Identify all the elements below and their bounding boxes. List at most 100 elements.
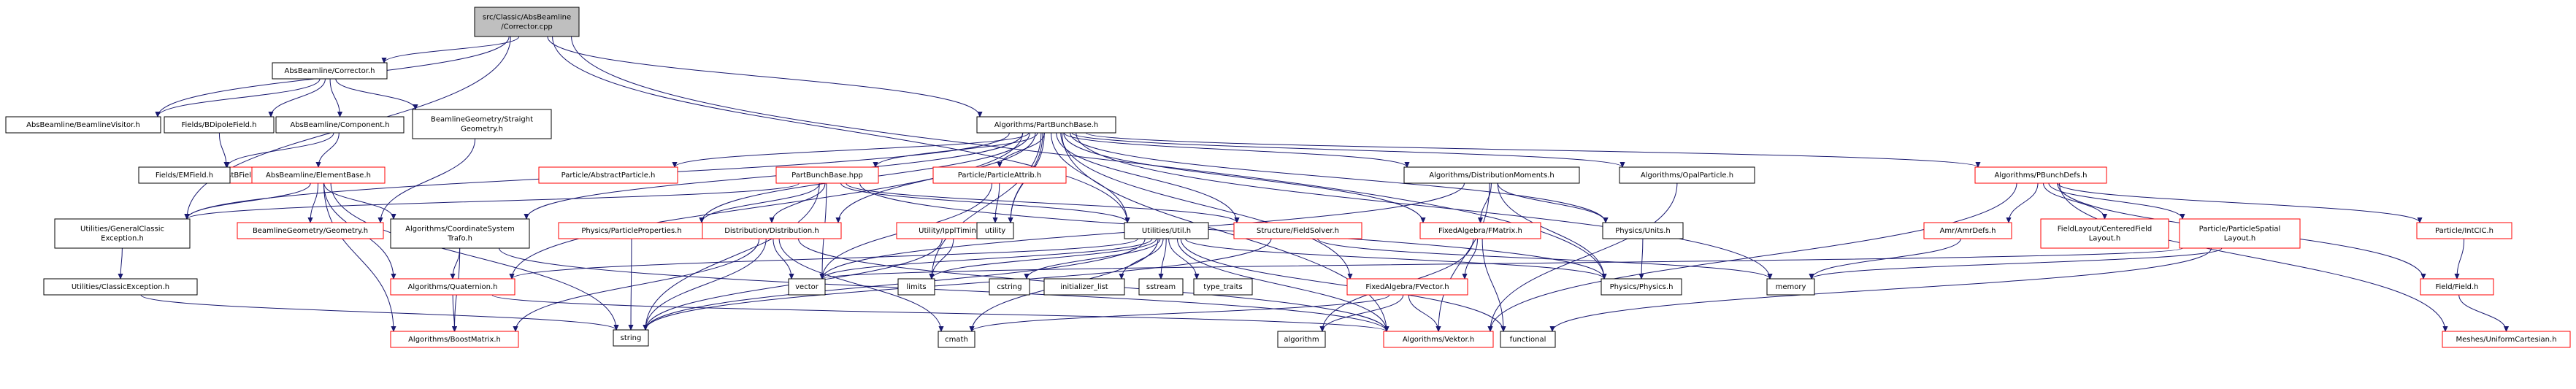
edge-corrector-to-component xyxy=(329,78,340,117)
node-utilutil[interactable]: Utilities/Util.h xyxy=(1124,222,1209,239)
node-bgeometry[interactable]: BeamlineGeometry/Geometry.h xyxy=(237,222,384,239)
node-distmoments[interactable]: Algorithms/DistributionMoments.h xyxy=(1403,166,1580,184)
node-box xyxy=(43,278,198,296)
node-bdipolefield[interactable]: Fields/BDipoleField.h xyxy=(164,116,275,134)
node-component[interactable]: AbsBeamline/Component.h xyxy=(275,116,405,134)
node-box xyxy=(251,166,386,184)
node-pbunchdefs[interactable]: Algorithms/PBunchDefs.h xyxy=(1974,166,2107,184)
edge-intcic-to-fieldfield xyxy=(2457,238,2465,279)
node-label: Particle/IntCIC.h xyxy=(2435,227,2493,235)
node-vektor[interactable]: Algorithms/Vektor.h xyxy=(1383,331,1494,348)
node-cstring[interactable]: cstring xyxy=(989,278,1030,296)
edge-elementbase-to-coordsys xyxy=(323,182,394,219)
node-fmatrix[interactable]: FixedAlgebra/FMatrix.h xyxy=(1419,222,1541,239)
node-box xyxy=(2040,218,2169,249)
node-label: Algorithms/Vektor.h xyxy=(1403,336,1474,344)
node-fieldfield[interactable]: Field/Field.h xyxy=(2420,278,2494,296)
node-uniformcart[interactable]: Meshes/UniformCartesian.h xyxy=(2442,331,2571,348)
edge-partbunchhpp-to-physparticleprops xyxy=(702,182,820,223)
node-vector[interactable]: vector xyxy=(788,278,826,296)
edge-partbunchbase-to-quaternion xyxy=(512,132,1023,279)
node-label: Particle/ParticleSpatial xyxy=(2199,226,2281,234)
node-amrdefs[interactable]: Amr/AmrDefs.h xyxy=(1923,222,2012,239)
edge-partbunchhpp-to-physphysics xyxy=(859,182,1604,279)
edge-utilutil-to-string xyxy=(645,238,1146,330)
edge-gce-to-classicexc xyxy=(120,247,122,279)
node-fvector[interactable]: FixedAlgebra/FVector.h xyxy=(1346,278,1468,296)
node-partbunchbase[interactable]: Algorithms/PartBunchBase.h xyxy=(976,116,1116,134)
node-physphysics[interactable]: Physics/Physics.h xyxy=(1601,278,1682,296)
node-limits[interactable]: limits xyxy=(897,278,935,296)
node-root[interactable]: src/Classic/AbsBeamline/Corrector.cpp xyxy=(474,7,580,37)
node-box xyxy=(1233,222,1362,239)
node-classicexc[interactable]: Utilities/ClassicException.h xyxy=(43,278,198,296)
edge-utilutil-to-functional xyxy=(1180,238,1503,331)
node-box xyxy=(702,222,842,239)
node-sstream[interactable]: sstream xyxy=(1138,278,1184,296)
edge-elementbase-to-bgeometry xyxy=(310,182,319,223)
node-box xyxy=(1602,222,1684,239)
node-box xyxy=(976,116,1116,134)
node-memory[interactable]: memory xyxy=(1766,278,1815,296)
node-fieldsolver[interactable]: Structure/FieldSolver.h xyxy=(1233,222,1362,239)
node-partbunchhpp[interactable]: PartBunchBase.hpp xyxy=(775,166,879,184)
node-corrector[interactable]: AbsBeamline/Corrector.h xyxy=(272,62,388,80)
edge-partbunchhpp-to-fieldsolver xyxy=(846,182,1237,223)
edge-classicexc-to-string xyxy=(140,294,616,330)
node-quaternion[interactable]: Algorithms/Quaternion.h xyxy=(390,278,515,296)
node-label: vector xyxy=(795,283,819,291)
node-cmath[interactable]: cmath xyxy=(938,331,975,348)
node-beamlinevisitor[interactable]: AbsBeamline/BeamlineVisitor.h xyxy=(5,116,161,134)
node-label: Amr/AmrDefs.h xyxy=(1940,227,1996,235)
node-emfield[interactable]: Fields/EMField.h xyxy=(138,166,231,184)
node-label: Geometry.h xyxy=(461,126,503,134)
node-initlist[interactable]: initializer_list xyxy=(1043,278,1125,296)
edge-distribution-to-boostmatrix xyxy=(515,238,760,331)
edge-particleattrib-to-utility xyxy=(995,182,1000,223)
edge-root-to-corrector xyxy=(384,36,520,63)
node-abstractparticle[interactable]: Particle/AbstractParticle.h xyxy=(538,166,678,184)
node-box xyxy=(390,218,530,249)
edge-utilutil-to-initlist xyxy=(1122,238,1164,279)
edge-ippltimings-to-limits xyxy=(932,238,954,279)
node-box xyxy=(1124,222,1209,239)
edge-partbunchbase-to-coordsys xyxy=(526,132,1024,219)
node-box xyxy=(932,166,1067,184)
edge-partbunchbase-to-abstractparticle xyxy=(675,132,1030,167)
node-string[interactable]: string xyxy=(613,329,649,347)
node-label: Algorithms/BoostMatrix.h xyxy=(408,336,501,344)
edge-bdipolefield-to-constbfield xyxy=(218,132,226,167)
edge-distmoments-to-vektor xyxy=(1438,182,1490,331)
edge-corrector-to-straightgeom xyxy=(335,78,415,109)
node-box xyxy=(2420,278,2494,296)
node-opalparticle[interactable]: Algorithms/OpalParticle.h xyxy=(1619,166,1755,184)
node-label: Algorithms/Quaternion.h xyxy=(408,283,498,291)
node-box xyxy=(1923,222,2012,239)
node-functional[interactable]: functional xyxy=(1500,331,1556,348)
node-intcic[interactable]: Particle/IntCIC.h xyxy=(2416,222,2512,239)
node-label: Meshes/UniformCartesian.h xyxy=(2456,336,2556,344)
node-distribution[interactable]: Distribution/Distribution.h xyxy=(702,222,842,239)
node-box xyxy=(1193,278,1253,296)
node-label: AbsBeamline/ElementBase.h xyxy=(266,172,371,180)
node-typetraits[interactable]: type_traits xyxy=(1193,278,1253,296)
node-particleattrib[interactable]: Particle/ParticleAttrib.h xyxy=(932,166,1067,184)
node-physparticleprops[interactable]: Physics/ParticleProperties.h xyxy=(558,222,705,239)
node-elementbase[interactable]: AbsBeamline/ElementBase.h xyxy=(251,166,386,184)
edge-component-to-elementbase xyxy=(318,132,340,167)
node-physunits[interactable]: Physics/Units.h xyxy=(1602,222,1684,239)
node-algorithm[interactable]: algorithm xyxy=(1277,331,1326,348)
node-box xyxy=(390,278,515,296)
edge-spatiallayout-to-functional xyxy=(1552,247,2212,331)
node-boostmatrix[interactable]: Algorithms/BoostMatrix.h xyxy=(390,331,519,348)
edge-corrector-to-beamlinevisitor xyxy=(158,78,321,117)
edge-utilutil-to-vektor xyxy=(1176,238,1387,331)
node-label: Algorithms/OpalParticle.h xyxy=(1641,172,1733,180)
node-utility[interactable]: utility xyxy=(976,222,1014,239)
node-box xyxy=(989,278,1030,296)
